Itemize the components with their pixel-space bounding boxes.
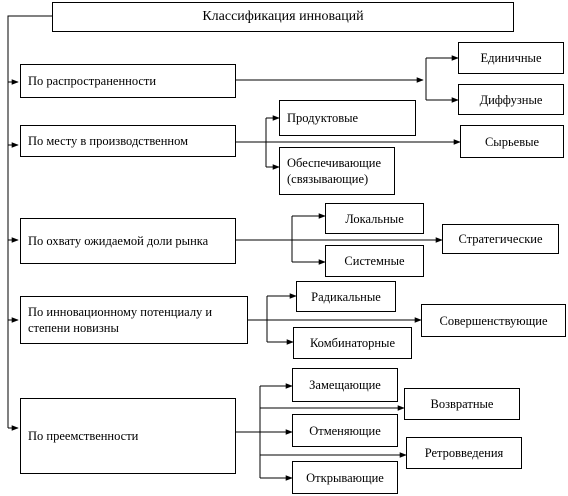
type-product: Продуктовые <box>279 100 416 136</box>
type-supporting: Обеспечивающие (связывающие) <box>279 147 395 195</box>
type-raw: Сырьевые <box>460 125 564 158</box>
type-local: Локальные <box>325 203 424 234</box>
type-system: Системные <box>325 245 424 277</box>
criterion-spread: По распространенности <box>20 64 236 98</box>
criterion-continuity: По преемственности <box>20 398 236 474</box>
type-radical: Радикальные <box>296 281 396 312</box>
diagram-title: Классификация инноваций <box>52 2 514 32</box>
criterion-potential: По инновационному потенциалу и степени н… <box>20 296 248 344</box>
type-retro: Ретровведения <box>406 437 522 469</box>
type-combinatorial: Комбинаторные <box>293 327 412 359</box>
type-cancelling: Отменяющие <box>292 414 398 447</box>
type-opening: Открывающие <box>292 461 398 494</box>
type-improving: Совершенствующие <box>421 304 566 337</box>
type-strategic: Стратегические <box>442 224 559 254</box>
type-single: Единичные <box>458 42 564 74</box>
criterion-place: По месту в производственном <box>20 125 236 157</box>
type-replacing: Замещающие <box>292 368 398 402</box>
type-returning: Возвратные <box>404 388 520 420</box>
criterion-market: По охвату ожидаемой доли рынка <box>20 218 236 264</box>
type-diffuse: Диффузные <box>458 84 564 115</box>
main-spine-line <box>7 15 52 428</box>
